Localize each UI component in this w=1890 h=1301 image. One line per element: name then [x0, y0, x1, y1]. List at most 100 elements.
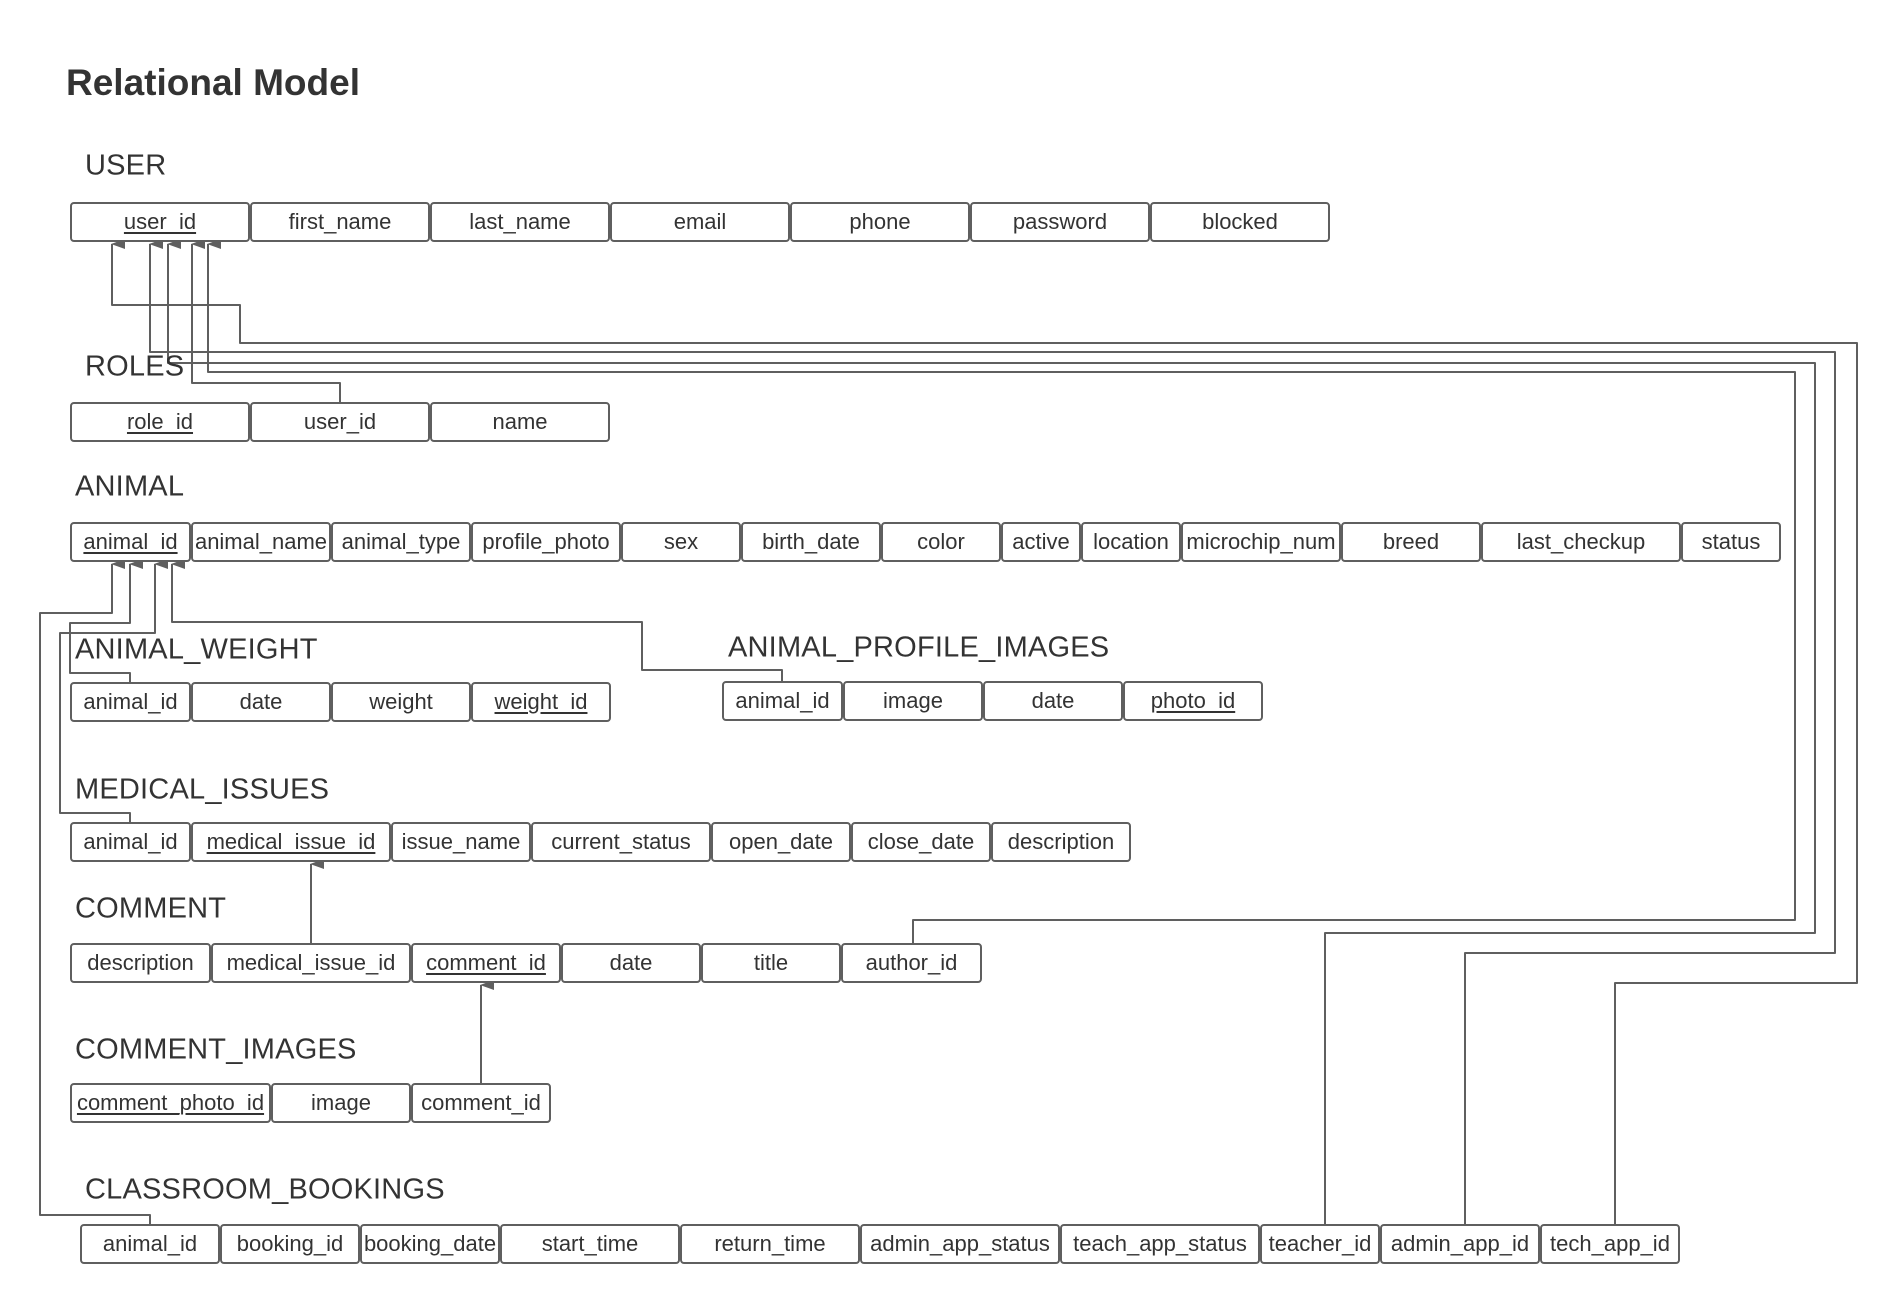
column-user-blocked: blocked [1150, 202, 1330, 242]
column-user-first-name: first_name [250, 202, 430, 242]
column-classroom-bookings-teach-app-status: teach_app_status [1060, 1224, 1260, 1264]
column-label: title [753, 950, 789, 975]
column-comment-author-id: author_id [841, 943, 982, 983]
column-label: booking_id [236, 1231, 344, 1256]
column-classroom-bookings-admin-app-status: admin_app_status [860, 1224, 1060, 1264]
column-label: user_id [123, 209, 197, 234]
column-animal-profile-images-animal-id: animal_id [722, 681, 843, 721]
column-animal-breed: breed [1341, 522, 1481, 562]
column-label: profile_photo [482, 529, 610, 554]
column-label: animal_name [194, 529, 328, 554]
column-medical-issues-current-status: current_status [531, 822, 711, 862]
column-animal-animal-type: animal_type [331, 522, 471, 562]
column-animal-weight-weight-id: weight_id [471, 682, 611, 722]
column-label: email [673, 209, 727, 234]
column-label: microchip_num [1186, 529, 1336, 554]
column-label: date [609, 950, 653, 975]
column-label: comment_id [426, 950, 546, 975]
column-label: medical_issue_id [206, 829, 376, 854]
column-label: animal_id [83, 529, 178, 554]
column-roles-role-id: role_id [70, 402, 250, 442]
column-label: close_date [867, 829, 975, 854]
column-label: name [492, 409, 548, 434]
table-name-animal-weight: ANIMAL_WEIGHT [75, 633, 318, 666]
column-label: description [87, 950, 194, 975]
column-label: return_time [714, 1231, 826, 1256]
column-animal-status: status [1681, 522, 1781, 562]
column-classroom-bookings-booking-date: booking_date [360, 1224, 500, 1264]
column-label: date [239, 689, 283, 714]
column-label: animal_id [102, 1231, 198, 1256]
column-animal-last-checkup: last_checkup [1481, 522, 1681, 562]
relationship-classroom-bookings-teacher-id-to-user-user-id [167, 239, 1816, 1224]
column-label: animal_id [83, 829, 178, 854]
column-label: photo_id [1150, 688, 1236, 713]
column-label: password [1012, 209, 1108, 234]
table-name-medical-issues: MEDICAL_ISSUES [75, 773, 330, 806]
column-label: description [1007, 829, 1115, 854]
table-name-animal-profile-images: ANIMAL_PROFILE_IMAGES [728, 631, 1110, 664]
column-comment-description: description [70, 943, 211, 983]
column-animal-weight-weight: weight [331, 682, 471, 722]
column-label: blocked [1202, 209, 1278, 234]
column-animal-location: location [1081, 522, 1181, 562]
column-animal-weight-animal-id: animal_id [70, 682, 191, 722]
column-label: animal_type [341, 529, 461, 554]
column-medical-issues-issue-name: issue_name [391, 822, 531, 862]
column-label: comment_id [421, 1090, 541, 1115]
column-label: tech_app_id [1550, 1231, 1670, 1256]
column-label: user_id [303, 409, 377, 434]
column-user-user-id: user_id [70, 202, 250, 242]
column-animal-active: active [1001, 522, 1081, 562]
column-label: date [1031, 688, 1075, 713]
column-medical-issues-medical-issue-id: medical_issue_id [191, 822, 391, 862]
column-roles-user-id: user_id [250, 402, 430, 442]
column-comment-comment-id: comment_id [411, 943, 561, 983]
relationship-roles-user-id-to-user-user-id [191, 239, 341, 402]
column-user-phone: phone [790, 202, 970, 242]
column-animal-birth-date: birth_date [741, 522, 881, 562]
column-classroom-bookings-return-time: return_time [680, 1224, 860, 1264]
column-label: teacher_id [1268, 1231, 1372, 1256]
column-label: current_status [551, 829, 691, 854]
column-label: phone [849, 209, 911, 234]
column-label: admin_app_id [1390, 1231, 1530, 1256]
relationship-classroom-bookings-tech-app-id-to-user-user-id [111, 239, 1858, 1224]
table-name-animal: ANIMAL [75, 470, 185, 503]
column-classroom-bookings-teacher-id: teacher_id [1260, 1224, 1380, 1264]
column-comment-medical-issue-id: medical_issue_id [211, 943, 411, 983]
column-label: color [917, 529, 965, 554]
column-animal-microchip-num: microchip_num [1181, 522, 1341, 562]
column-animal-animal-name: animal_name [191, 522, 331, 562]
column-comment-title: title [701, 943, 841, 983]
column-animal-profile-images-photo-id: photo_id [1123, 681, 1263, 721]
column-classroom-bookings-start-time: start_time [500, 1224, 680, 1264]
column-label: last_name [469, 209, 571, 234]
relationship-classroom-bookings-admin-app-id-to-user-user-id [149, 239, 1836, 1224]
table-name-classroom-bookings: CLASSROOM_BOOKINGS [85, 1173, 445, 1206]
table-name-comment-images: COMMENT_IMAGES [75, 1033, 357, 1066]
column-label: open_date [729, 829, 833, 854]
relationship-animal-weight-animal-id-to-animal-animal-id [69, 559, 143, 682]
column-medical-issues-animal-id: animal_id [70, 822, 191, 862]
column-animal-profile-images-image: image [843, 681, 983, 721]
column-comment-images-comment-id: comment_id [411, 1083, 551, 1123]
column-label: sex [663, 529, 699, 554]
column-label: first_name [288, 209, 392, 234]
diagram-title: Relational Model [66, 62, 360, 103]
relationship-animal-profile-images-animal-id-to-animal-animal-id [171, 559, 783, 681]
column-medical-issues-close-date: close_date [851, 822, 991, 862]
column-classroom-bookings-animal-id: animal_id [80, 1224, 220, 1264]
column-classroom-bookings-booking-id: booking_id [220, 1224, 360, 1264]
column-label: admin_app_status [870, 1231, 1050, 1256]
column-label: last_checkup [1516, 529, 1646, 554]
table-name-user: USER [85, 149, 167, 182]
column-label: teach_app_status [1073, 1231, 1247, 1256]
column-label: breed [1382, 529, 1440, 554]
column-label: comment_photo_id [76, 1090, 265, 1115]
column-label: booking_date [363, 1231, 497, 1256]
column-medical-issues-description: description [991, 822, 1131, 862]
column-animal-profile-images-date: date [983, 681, 1123, 721]
